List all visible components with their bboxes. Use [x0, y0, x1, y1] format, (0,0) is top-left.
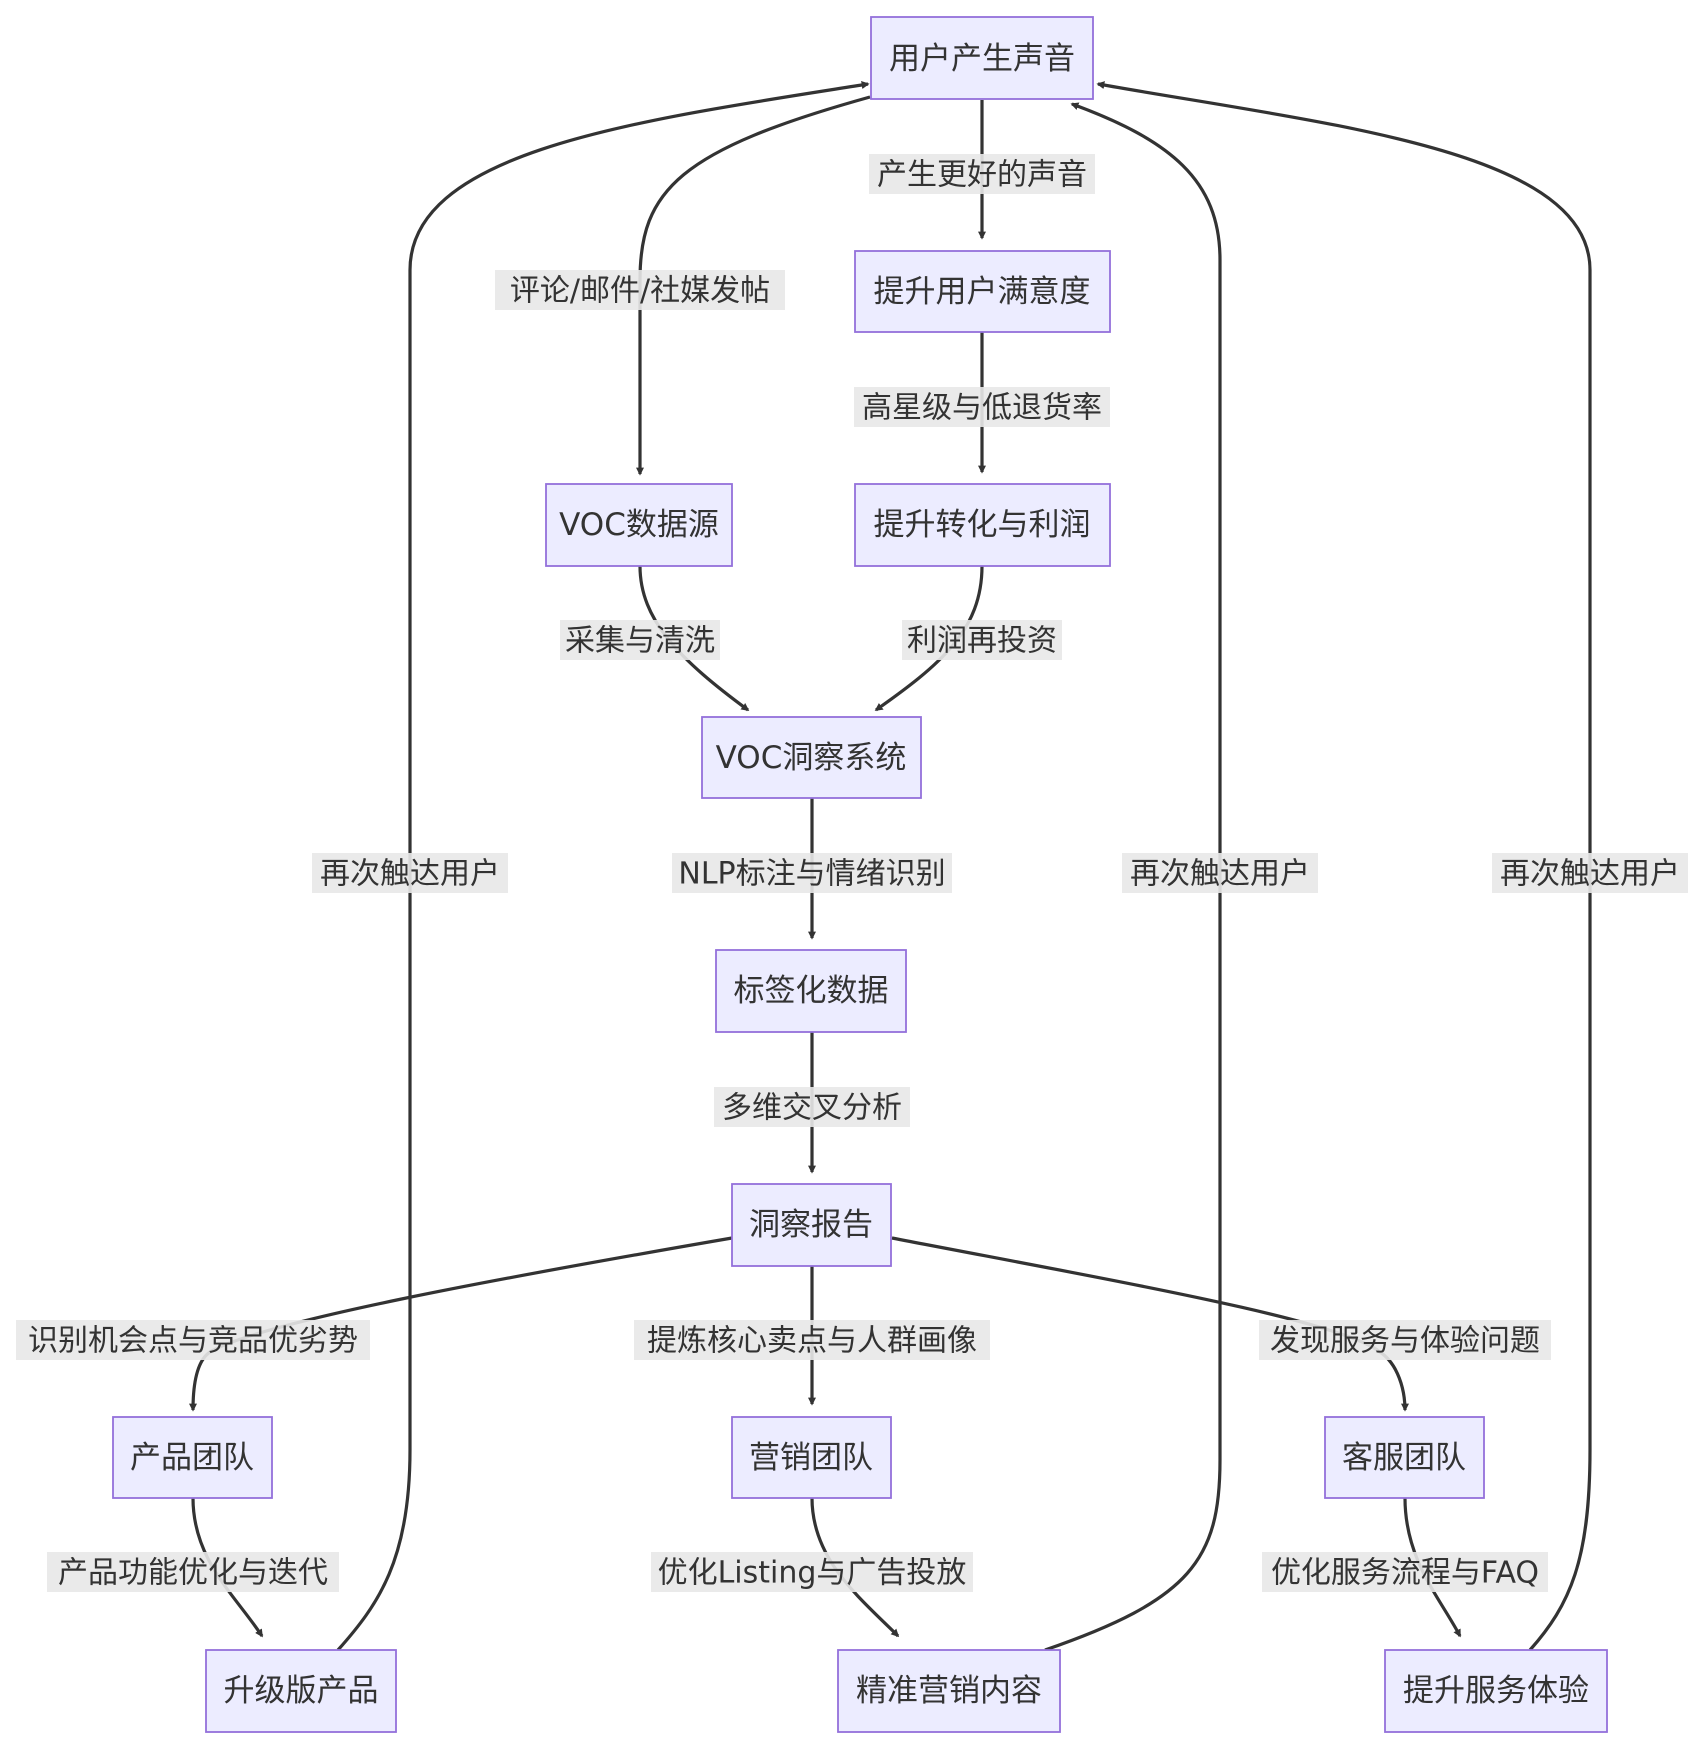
- edge-label-text: 采集与清洗: [565, 624, 715, 659]
- edge-precise-to-voice: [1044, 102, 1222, 1652]
- edge-upgrade-to-voice: [336, 81, 870, 1652]
- node-conversion[interactable]: 提升转化与利润: [854, 483, 1111, 567]
- node-label: 升级版产品: [224, 1673, 379, 1709]
- node-report[interactable]: 洞察报告: [731, 1183, 892, 1267]
- edge-label-system-to-tagged: NLP标注与情绪识别: [672, 853, 952, 893]
- node-label: 提升服务体验: [1403, 1673, 1589, 1709]
- edge-label-text: 多维交叉分析: [722, 1091, 902, 1126]
- node-voc-source[interactable]: VOC数据源: [545, 483, 733, 567]
- node-label: 精准营销内容: [856, 1673, 1042, 1709]
- edge-label-upgrade-to-voice: 再次触达用户: [312, 853, 508, 893]
- edge-voice-to-source: [636, 95, 871, 476]
- node-label: VOC洞察系统: [716, 740, 907, 776]
- node-label: 营销团队: [749, 1440, 873, 1476]
- node-voc-system[interactable]: VOC洞察系统: [701, 716, 922, 799]
- edge-label-report-to-marketing: 提炼核心卖点与人群画像: [634, 1320, 990, 1360]
- edge-label-tagged-to-report: 多维交叉分析: [714, 1087, 910, 1127]
- edge-label-source-to-system: 采集与清洗: [560, 620, 720, 660]
- node-service-team[interactable]: 客服团队: [1324, 1416, 1485, 1499]
- node-marketing-team[interactable]: 营销团队: [731, 1416, 892, 1499]
- edge-label-text: 产品功能优化与迭代: [58, 1556, 328, 1591]
- edge-label-text: 高星级与低退货率: [862, 391, 1102, 426]
- node-upgraded-product[interactable]: 升级版产品: [205, 1649, 397, 1733]
- node-tagged-data[interactable]: 标签化数据: [715, 949, 907, 1033]
- edge-label-text: 评论/邮件/社媒发帖: [510, 274, 770, 309]
- edge-label-text: NLP标注与情绪识别: [678, 857, 945, 892]
- edge-label-report-to-product: 识别机会点与竞品优劣势: [16, 1320, 370, 1360]
- edge-label-satisfaction-to-conversion: 高星级与低退货率: [854, 387, 1110, 427]
- node-precise-marketing[interactable]: 精准营销内容: [837, 1649, 1061, 1733]
- edge-label-experience-to-voice: 再次触达用户: [1492, 853, 1688, 893]
- edge-label-voice-to-satisfaction: 产生更好的声音: [869, 154, 1095, 194]
- node-label: 提升转化与利润: [874, 507, 1091, 543]
- edge-label-report-to-service: 发现服务与体验问题: [1259, 1320, 1551, 1360]
- edge-label-text: 再次触达用户: [1500, 857, 1680, 892]
- edge-label-text: 再次触达用户: [1130, 857, 1310, 892]
- edge-label-voice-to-source: 评论/邮件/社媒发帖: [495, 270, 785, 310]
- edge-label-text: 产生更好的声音: [877, 158, 1087, 193]
- node-label: 提升用户满意度: [874, 274, 1091, 310]
- node-label: 标签化数据: [734, 973, 889, 1009]
- edge-label-text: 利润再投资: [907, 624, 1057, 659]
- node-label: 洞察报告: [749, 1207, 873, 1243]
- edge-label-marketing-to-precise: 优化Listing与广告投放: [651, 1552, 973, 1592]
- node-service-experience[interactable]: 提升服务体验: [1384, 1649, 1608, 1733]
- edge-label-text: 发现服务与体验问题: [1270, 1324, 1540, 1359]
- edge-label-product-to-upgrade: 产品功能优化与迭代: [47, 1552, 339, 1592]
- edge-label-text: 提炼核心卖点与人群画像: [647, 1324, 977, 1359]
- node-label: VOC数据源: [559, 507, 719, 543]
- node-satisfaction[interactable]: 提升用户满意度: [854, 250, 1111, 333]
- edge-label-text: 优化Listing与广告投放: [658, 1556, 967, 1591]
- edge-experience-to-voice: [1096, 81, 1592, 1652]
- node-label: 产品团队: [130, 1440, 254, 1476]
- node-label: 用户产生声音: [889, 41, 1075, 77]
- nodes: 用户产生声音 提升用户满意度 VOC数据源 提升转化与利润 VOC洞察系统 标签…: [112, 16, 1608, 1733]
- edge-label-conversion-to-system: 利润再投资: [902, 620, 1062, 660]
- edge-label-service-to-experience: 优化服务流程与FAQ: [1262, 1552, 1548, 1592]
- node-voice[interactable]: 用户产生声音: [870, 16, 1094, 100]
- edge-labels: 评论/邮件/社媒发帖 产生更好的声音 高星级与低退货率 采集与清洗 利润再投资 …: [16, 154, 1688, 1592]
- edge-label-precise-to-voice: 再次触达用户: [1122, 853, 1318, 893]
- node-product-team[interactable]: 产品团队: [112, 1416, 273, 1499]
- edge-label-text: 识别机会点与竞品优劣势: [28, 1324, 358, 1359]
- node-label: 客服团队: [1342, 1440, 1466, 1476]
- edge-label-text: 优化服务流程与FAQ: [1271, 1556, 1539, 1591]
- edge-label-text: 再次触达用户: [320, 857, 500, 892]
